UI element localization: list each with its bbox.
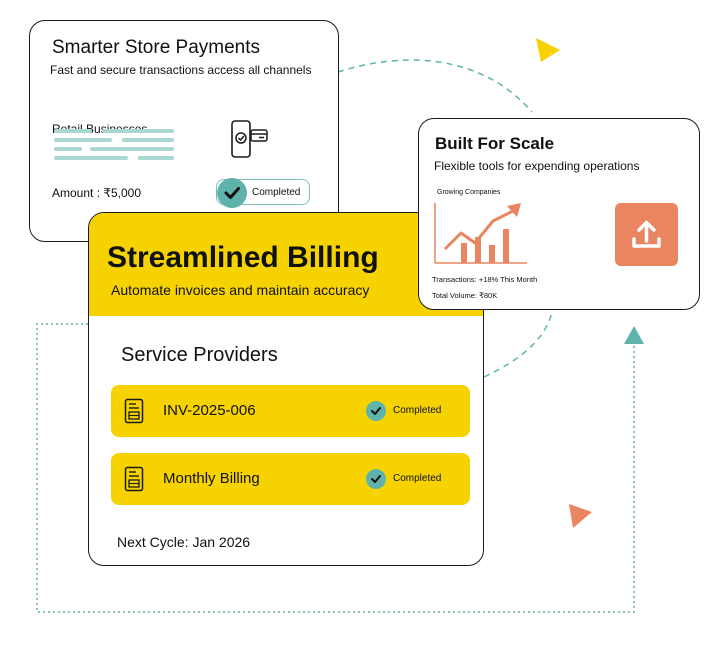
- status-label: Completed: [252, 187, 301, 198]
- check-circle-icon: [366, 469, 386, 489]
- invoice-document-icon: [124, 466, 144, 492]
- total-volume-text: Total Volume: ₹80K: [432, 291, 498, 300]
- check-circle-icon: [217, 178, 247, 208]
- amount-text: Amount : ₹5,000: [52, 186, 142, 200]
- placeholder-lines: [54, 129, 174, 169]
- transactions-text: Transactions: +18% This Month: [432, 275, 538, 284]
- upload-icon: [615, 203, 678, 266]
- item-label: INV-2025-006: [163, 402, 256, 419]
- orange-triangle-icon: [569, 504, 592, 528]
- card-title: Smarter Store Payments: [52, 37, 261, 58]
- check-circle-icon: [366, 401, 386, 421]
- item-label: Monthly Billing: [163, 470, 260, 487]
- status-label: Completed: [393, 473, 442, 484]
- card-title: Built For Scale: [435, 134, 555, 153]
- status-badge: Completed: [216, 178, 310, 208]
- status-label: Completed: [393, 405, 442, 416]
- chart-label: Growing Companies: [437, 189, 501, 196]
- card-header: [89, 213, 483, 316]
- list-item: INV-2025-006 Completed: [111, 385, 470, 437]
- invoice-document-icon: [124, 398, 144, 424]
- card-subtitle: Fast and secure transactions access all …: [50, 63, 312, 77]
- store-payments-card: Smarter Store Payments Fast and secure t…: [29, 20, 339, 242]
- built-for-scale-card: Built For Scale Flexible tools for expen…: [418, 118, 700, 310]
- card-subtitle: Flexible tools for expending operations: [434, 159, 640, 173]
- card-subtitle: Automate invoices and maintain accuracy: [111, 282, 370, 298]
- section-title: Service Providers: [121, 344, 278, 366]
- phone-payment-icon: [231, 120, 268, 158]
- growth-chart-icon: [434, 203, 527, 264]
- list-item: Monthly Billing Completed: [111, 453, 470, 505]
- yellow-triangle-icon: [536, 38, 560, 62]
- teal-triangle-icon: [624, 326, 644, 344]
- card-title: Streamlined Billing: [107, 241, 379, 274]
- streamlined-billing-card: Streamlined Billing Automate invoices an…: [88, 212, 484, 566]
- next-cycle-text: Next Cycle: Jan 2026: [117, 534, 251, 550]
